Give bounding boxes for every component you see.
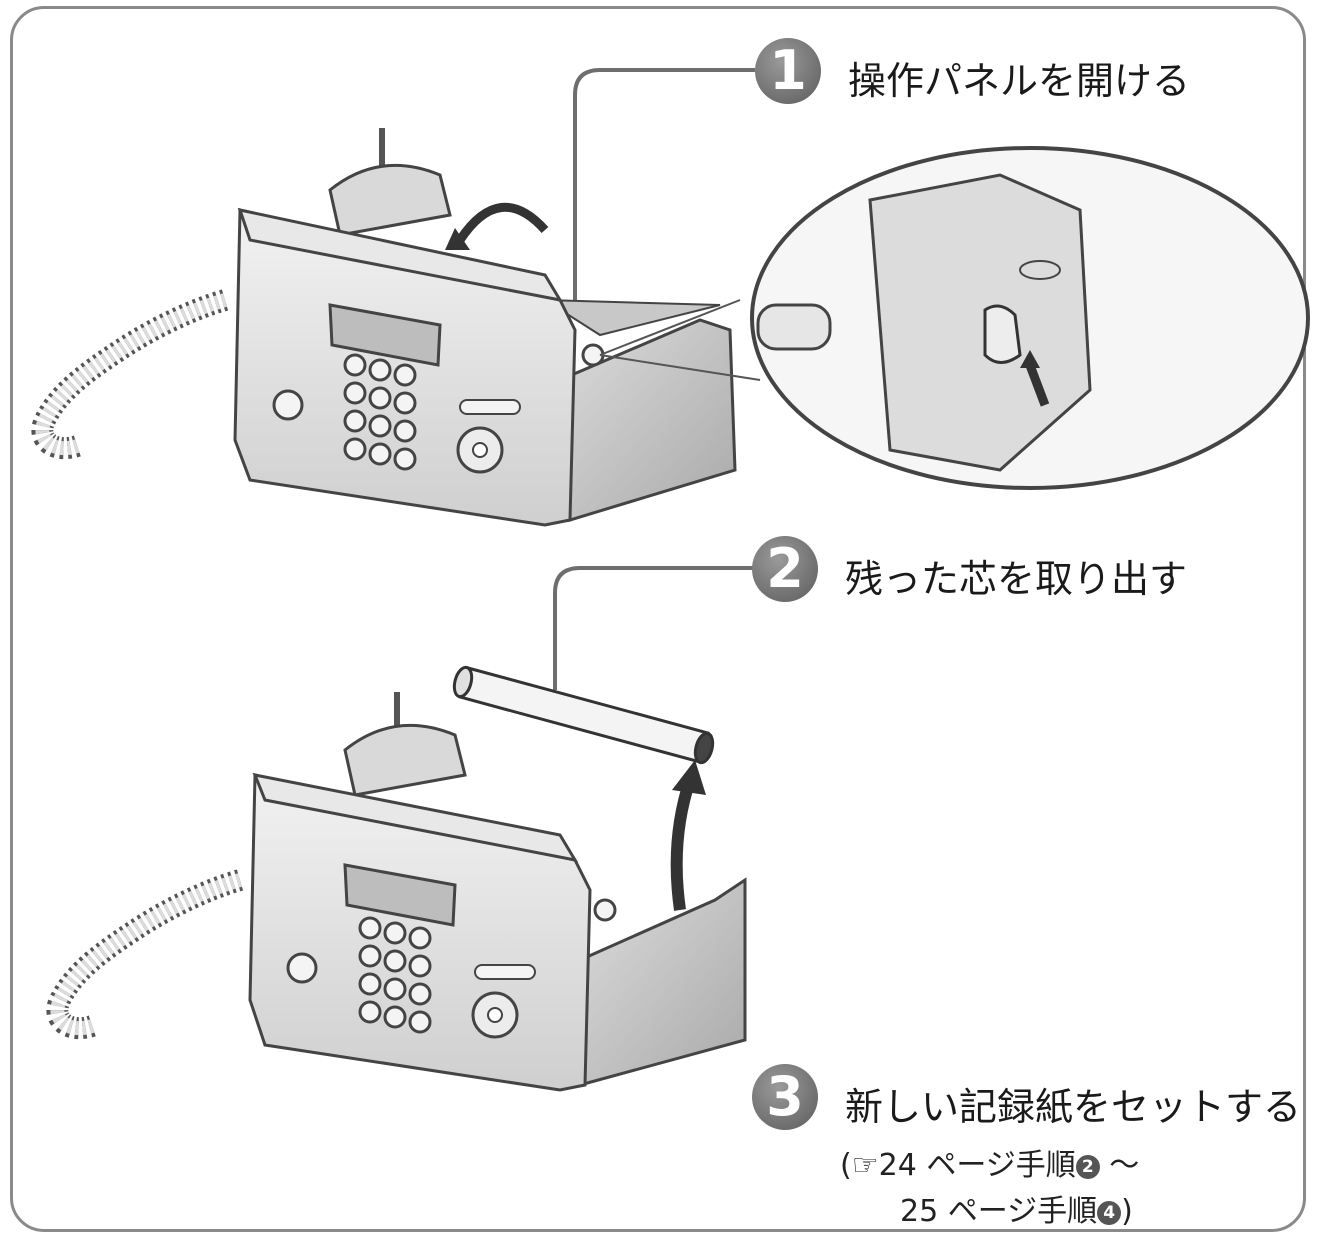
step-circle-2: 2 bbox=[1075, 1154, 1100, 1179]
open-paren: ( bbox=[840, 1148, 852, 1183]
fax-machine-bottom bbox=[46, 692, 747, 1092]
open-arrow bbox=[456, 202, 549, 243]
zoom-button bbox=[756, 303, 832, 351]
diagram-frame bbox=[10, 6, 1306, 1232]
step-3-label: 新しい記録紙をセットする bbox=[845, 1085, 1302, 1129]
step-circle-4: 4 bbox=[1097, 1200, 1122, 1225]
tilde: ～ bbox=[1099, 1148, 1140, 1183]
fax-machine-top bbox=[31, 128, 737, 527]
zoom-detail-lever bbox=[750, 146, 1310, 490]
step-1-label: 操作パネルを開ける bbox=[848, 59, 1191, 103]
zoom-lever-knob bbox=[983, 304, 1022, 364]
step-3-badge: 3 bbox=[752, 1064, 818, 1130]
remove-arrow bbox=[670, 778, 696, 911]
step-2-label: 残った芯を取り出す bbox=[845, 557, 1188, 601]
reference-page-25: 25 ページ手順 bbox=[900, 1194, 1098, 1229]
close-paren: ) bbox=[1121, 1194, 1133, 1229]
keypad bbox=[343, 353, 417, 471]
control-panel-lid bbox=[237, 207, 564, 303]
step-1-badge: 1 bbox=[755, 38, 821, 104]
step1-leader-line bbox=[573, 68, 755, 300]
coiled-cord bbox=[31, 289, 229, 460]
handset-top bbox=[328, 163, 452, 237]
step2-leader-line bbox=[553, 566, 755, 690]
paper-core bbox=[452, 665, 715, 765]
pointing-hand-icon: ☞ bbox=[851, 1148, 879, 1183]
display-window bbox=[328, 303, 442, 367]
step-2-badge: 2 bbox=[752, 536, 818, 602]
reference-page-24: 24 ページ手順 bbox=[878, 1148, 1076, 1183]
